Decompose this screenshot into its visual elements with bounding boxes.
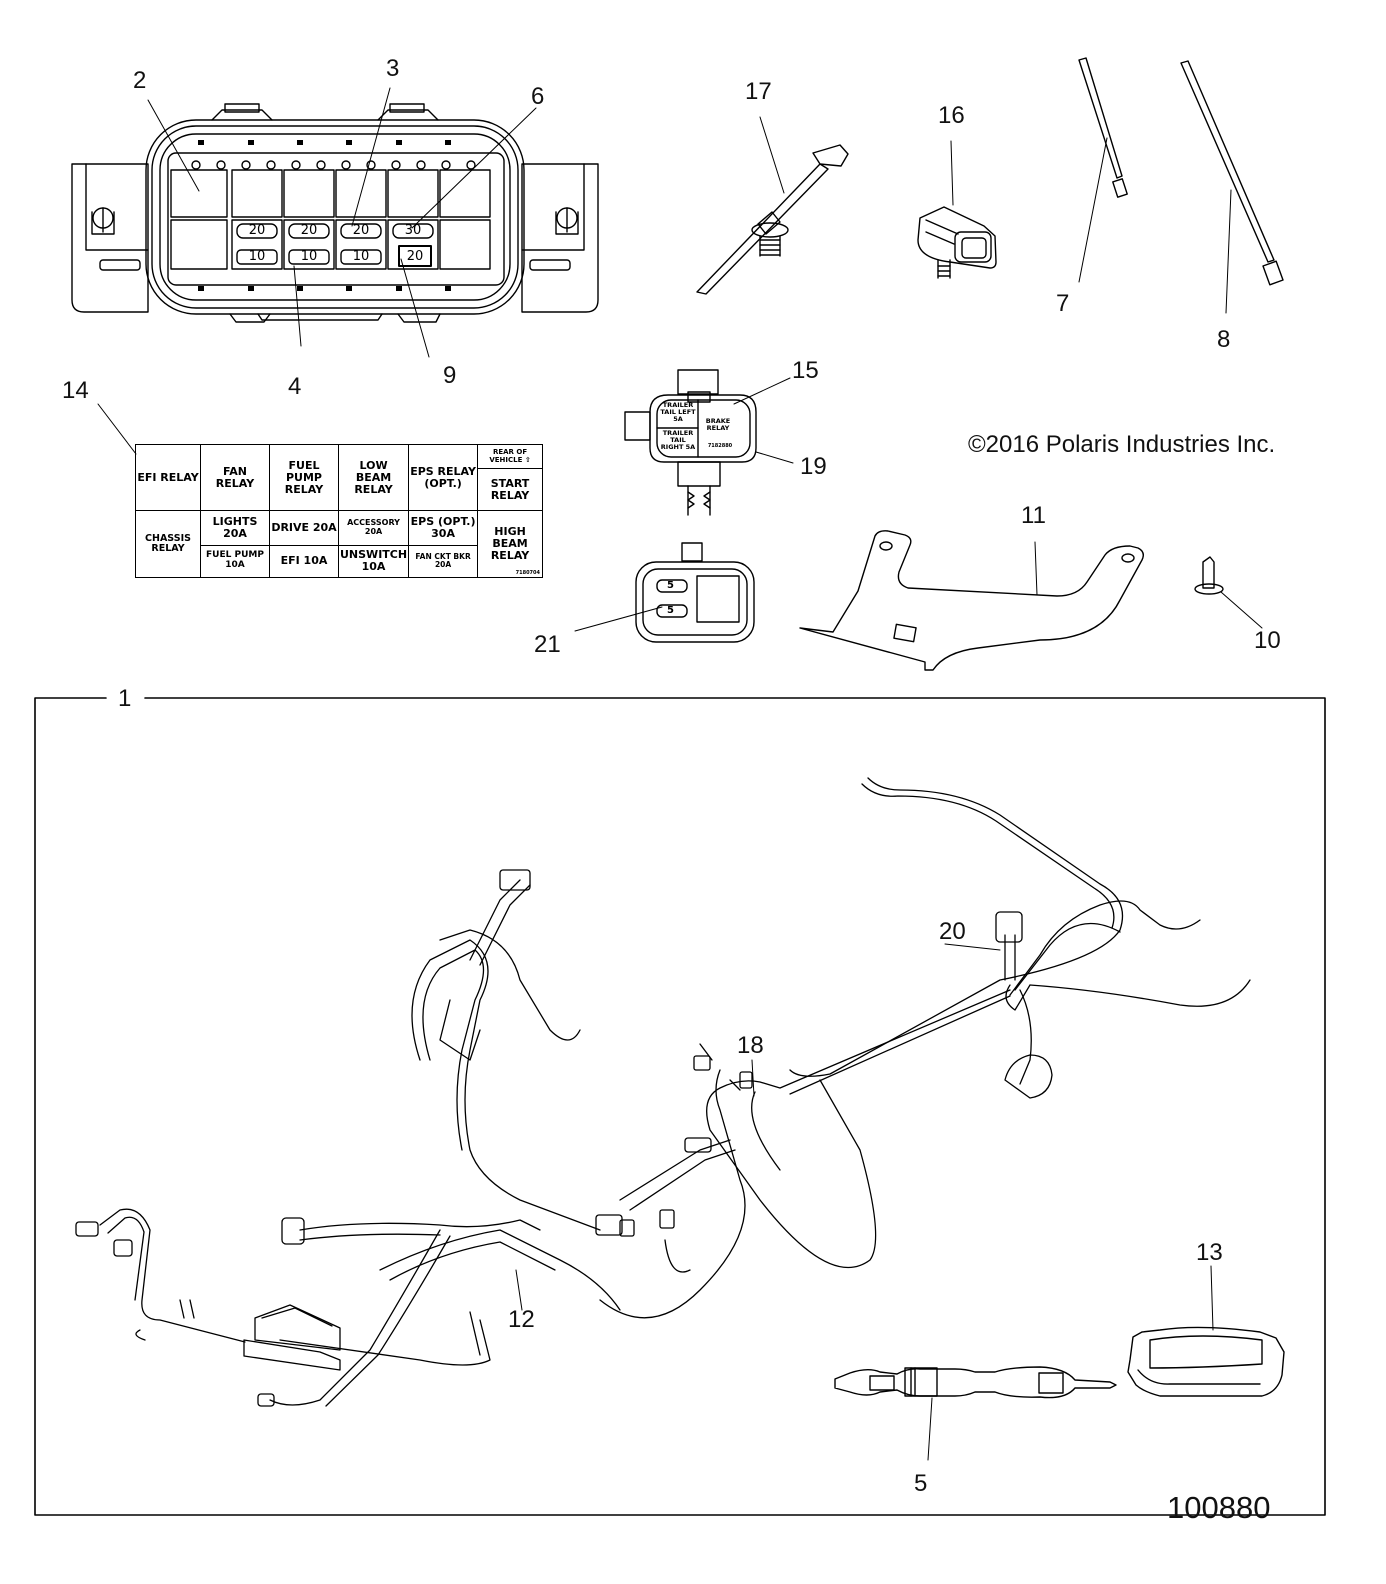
callout-8: 8 bbox=[1217, 326, 1231, 353]
callout-9: 9 bbox=[443, 362, 457, 389]
bracket bbox=[799, 530, 1145, 671]
decal-cell: EFI 10A bbox=[269, 544, 339, 579]
callout-1: 1 bbox=[118, 685, 132, 712]
callout-10: 10 bbox=[1254, 627, 1281, 654]
decal-cell: ACCESSORY 20A bbox=[337, 510, 410, 546]
harness-frame bbox=[34, 697, 1326, 1516]
decal-cell: EFI RELAY bbox=[135, 443, 201, 512]
decal-cell: HIGH BEAM RELAY 7180704 bbox=[477, 510, 543, 578]
rear-of-vehicle-indicator: REAR OF VEHICLE ⇧ bbox=[477, 443, 543, 470]
high-beam-relay-label: HIGH BEAM RELAY bbox=[490, 525, 530, 563]
push-rivet bbox=[1194, 556, 1263, 629]
copyright-notice: ©2016 Polaris Industries Inc. bbox=[968, 431, 1276, 458]
small-fuse-box bbox=[574, 542, 755, 643]
decal-cell: FUEL PUMP RELAY bbox=[269, 443, 339, 512]
callout-21: 21 bbox=[534, 631, 561, 658]
callout-12: 12 bbox=[508, 1306, 535, 1333]
cable-tie-long bbox=[1180, 60, 1284, 314]
fuse-value: 20 bbox=[352, 223, 370, 238]
trailer-part-code: 7182880 bbox=[707, 443, 733, 449]
decal-cell: EPS RELAY (OPT.) bbox=[408, 443, 479, 512]
decal-cell: LOW BEAM RELAY bbox=[337, 443, 410, 512]
decal-part-code: 7180704 bbox=[515, 569, 540, 576]
wire-harness bbox=[75, 777, 1251, 1407]
brake-relay-label: BRAKE RELAY bbox=[705, 417, 731, 432]
trailer-tail-left-label: TRAILER TAIL LEFT 5A bbox=[660, 401, 696, 423]
decal-cell: FAN CKT BKR 20A bbox=[408, 544, 479, 579]
fuse-value: 20 bbox=[248, 223, 266, 238]
push-mount-cable-tie bbox=[696, 116, 849, 295]
fuse-value: 20 bbox=[406, 249, 424, 264]
fuse-value: 20 bbox=[300, 223, 318, 238]
callout-4: 4 bbox=[288, 373, 302, 400]
decal-cell: LIGHTS 20A bbox=[200, 510, 270, 546]
callout-19: 19 bbox=[800, 453, 827, 480]
decal-cell: EPS (OPT.) 30A bbox=[408, 510, 479, 546]
fuse-value: 10 bbox=[300, 249, 318, 264]
fuse-value: 10 bbox=[248, 249, 266, 264]
decal-cell: FUEL PUMP 10A bbox=[200, 544, 270, 579]
fuse-box-illustration bbox=[71, 87, 599, 358]
decal-cell: START RELAY bbox=[477, 468, 543, 512]
callout-18: 18 bbox=[737, 1032, 764, 1059]
callout-11: 11 bbox=[1021, 502, 1046, 529]
connector-clip bbox=[917, 140, 997, 279]
decal-cell: CHASSIS RELAY bbox=[135, 510, 201, 578]
leader-14 bbox=[97, 403, 137, 455]
small-fuse-value: 5 bbox=[667, 605, 674, 616]
trailer-relay-box bbox=[624, 369, 794, 516]
decal-cell: FAN RELAY bbox=[200, 443, 270, 512]
callout-14: 14 bbox=[62, 377, 89, 404]
small-fuse-value: 5 bbox=[667, 580, 674, 591]
inline-fuse-holder bbox=[834, 1366, 1117, 1461]
fuse-relay-decal: EFI RELAY FAN RELAY FUEL PUMP RELAY LOW … bbox=[135, 443, 543, 579]
callout-15: 15 bbox=[792, 357, 819, 384]
callout-6: 6 bbox=[531, 83, 545, 110]
cable-tie-short bbox=[1078, 57, 1128, 283]
callout-17: 17 bbox=[745, 78, 772, 105]
callout-13: 13 bbox=[1196, 1239, 1223, 1266]
callout-3: 3 bbox=[386, 55, 400, 82]
callout-5: 5 bbox=[914, 1470, 928, 1497]
callout-20: 20 bbox=[939, 918, 966, 945]
fuse-box-cover bbox=[1127, 1265, 1285, 1397]
fuse-value: 10 bbox=[352, 249, 370, 264]
decal-cell: DRIVE 20A bbox=[269, 510, 339, 546]
fuse-value: 30 bbox=[404, 223, 422, 238]
callout-7: 7 bbox=[1056, 290, 1070, 317]
trailer-tail-right-label: TRAILER TAIL RIGHT 5A bbox=[660, 429, 696, 451]
decal-cell: UNSWITCH 10A bbox=[337, 544, 410, 579]
drawing-number: 100880 bbox=[1167, 1490, 1271, 1525]
callout-16: 16 bbox=[938, 102, 965, 129]
callout-2: 2 bbox=[133, 67, 147, 94]
